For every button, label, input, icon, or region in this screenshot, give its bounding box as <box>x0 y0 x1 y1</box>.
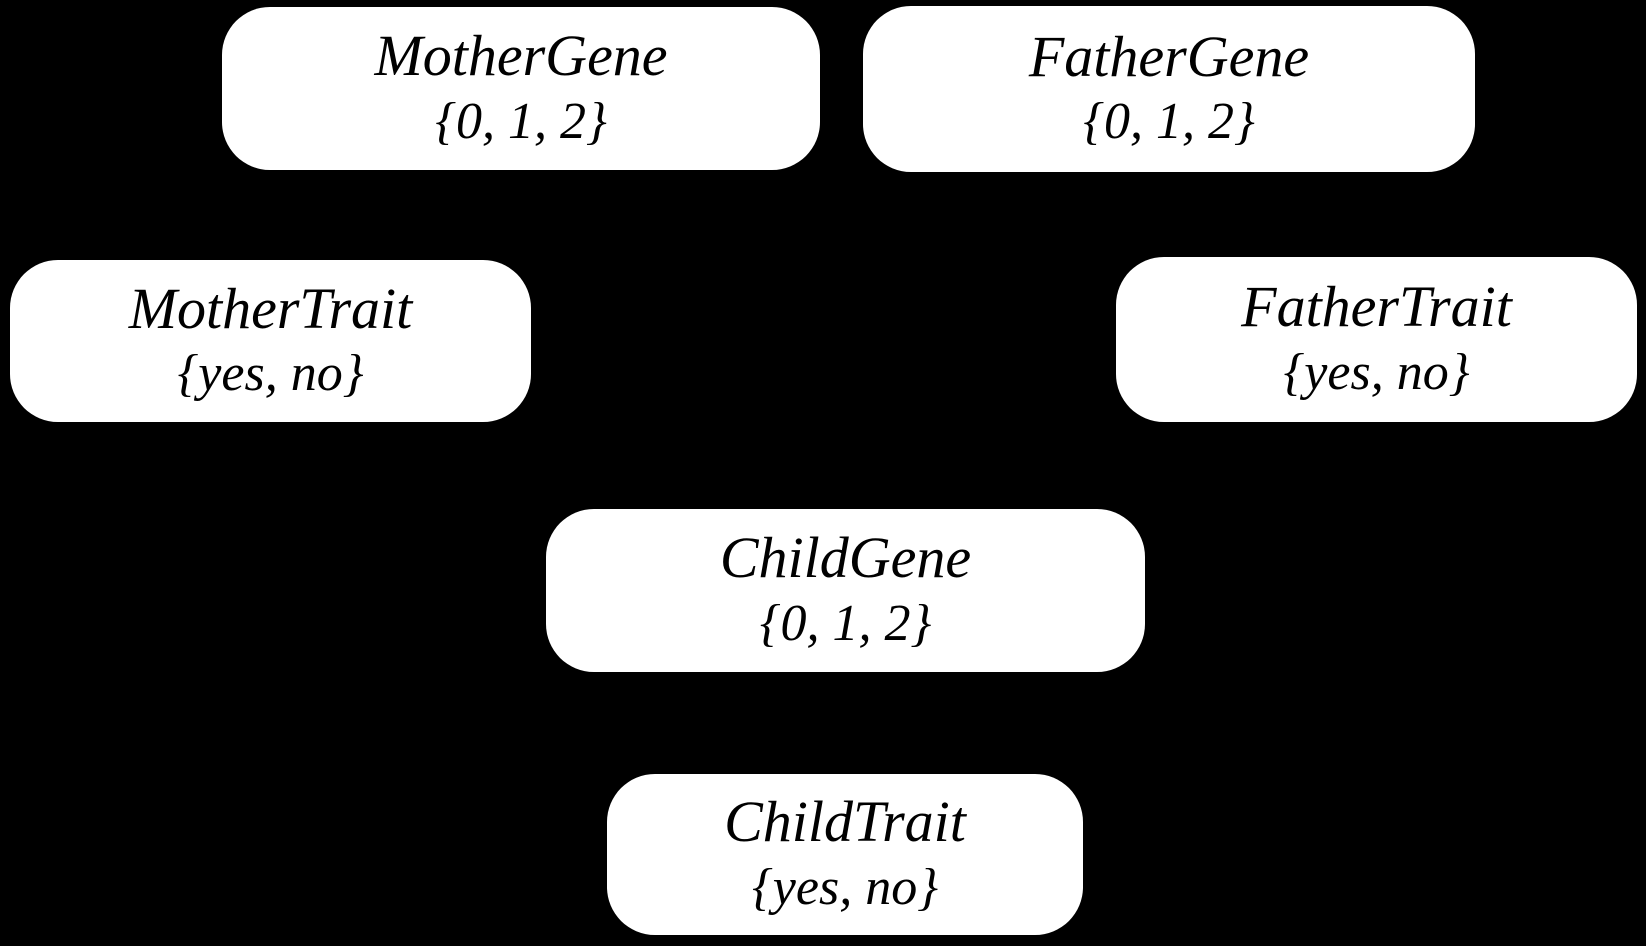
node-label: ChildTrait <box>724 789 966 855</box>
node-values: {yes, no} <box>1283 343 1470 401</box>
node-values: {0, 1, 2} <box>759 594 932 652</box>
node-father-gene: FatherGene {0, 1, 2} <box>863 6 1475 172</box>
node-label: FatherTrait <box>1241 274 1512 340</box>
node-label: MotherTrait <box>128 275 413 341</box>
node-label: ChildGene <box>719 525 972 591</box>
node-values: {0, 1, 2} <box>1083 93 1255 151</box>
node-mother-trait: MotherTrait {yes, no} <box>10 260 531 422</box>
node-child-trait: ChildTrait {yes, no} <box>607 774 1083 935</box>
node-label: FatherGene <box>1028 23 1310 89</box>
node-values: {yes, no} <box>177 345 364 403</box>
node-values: {0, 1, 2} <box>435 92 607 150</box>
node-mother-gene: MotherGene {0, 1, 2} <box>222 7 820 170</box>
node-child-gene: ChildGene {0, 1, 2} <box>546 509 1145 672</box>
node-father-trait: FatherTrait {yes, no} <box>1116 257 1637 422</box>
node-values: {yes, no} <box>752 858 938 916</box>
node-label: MotherGene <box>374 23 668 89</box>
